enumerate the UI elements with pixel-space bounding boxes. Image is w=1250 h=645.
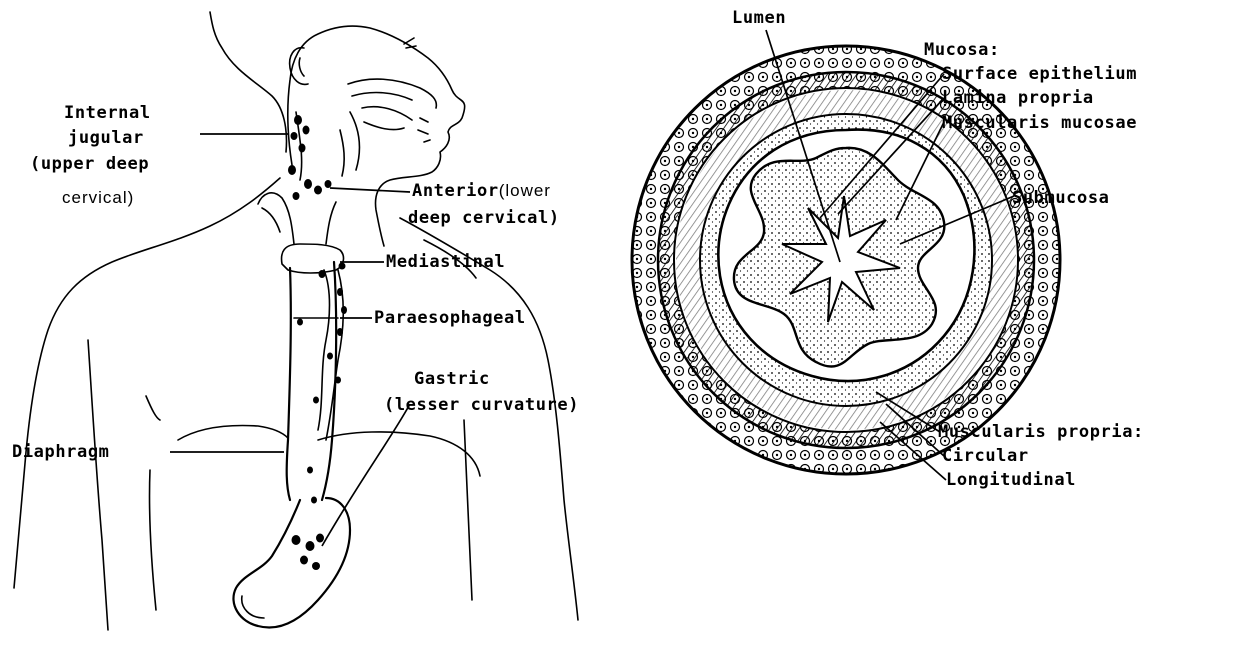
label-anterior-bold: Anterior (412, 181, 499, 201)
label-internal-jugular-1: Internal (64, 103, 151, 123)
label-internal-jugular-4: cervical) (62, 188, 134, 208)
label-mucosa: Mucosa: (924, 40, 1000, 60)
label-muscularis-mucosae: Muscularis mucosae (942, 113, 1137, 133)
label-anterior-lower: (lower (499, 181, 551, 200)
label-surface-epithelium: Surface epithelium (942, 64, 1137, 84)
label-diaphragm: Diaphragm (12, 442, 110, 462)
label-mediastinal: Mediastinal (386, 252, 505, 272)
label-anterior-2: deep cervical) (408, 208, 560, 228)
label-paraesophageal: Paraesophageal (374, 308, 526, 328)
label-muscularis-propria: Muscularis propria: (938, 422, 1144, 442)
label-lumen: Lumen (732, 8, 786, 28)
label-anterior-1: Anterior(lower (412, 181, 551, 201)
label-lamina-propria: Lamina propria (942, 88, 1094, 108)
label-gastric-1: Gastric (414, 369, 490, 389)
label-submucosa: Submucosa (1012, 188, 1110, 208)
label-internal-jugular-2: jugular (68, 128, 144, 148)
label-internal-jugular-3: (upper deep (30, 154, 149, 174)
torso-lymphatic-drawing (0, 0, 640, 645)
label-internal-jugular-4-text: cervical) (62, 188, 134, 207)
label-longitudinal: Longitudinal (946, 470, 1076, 490)
label-gastric-2: (lesser curvature) (384, 395, 579, 415)
label-circular: Circular (942, 446, 1029, 466)
